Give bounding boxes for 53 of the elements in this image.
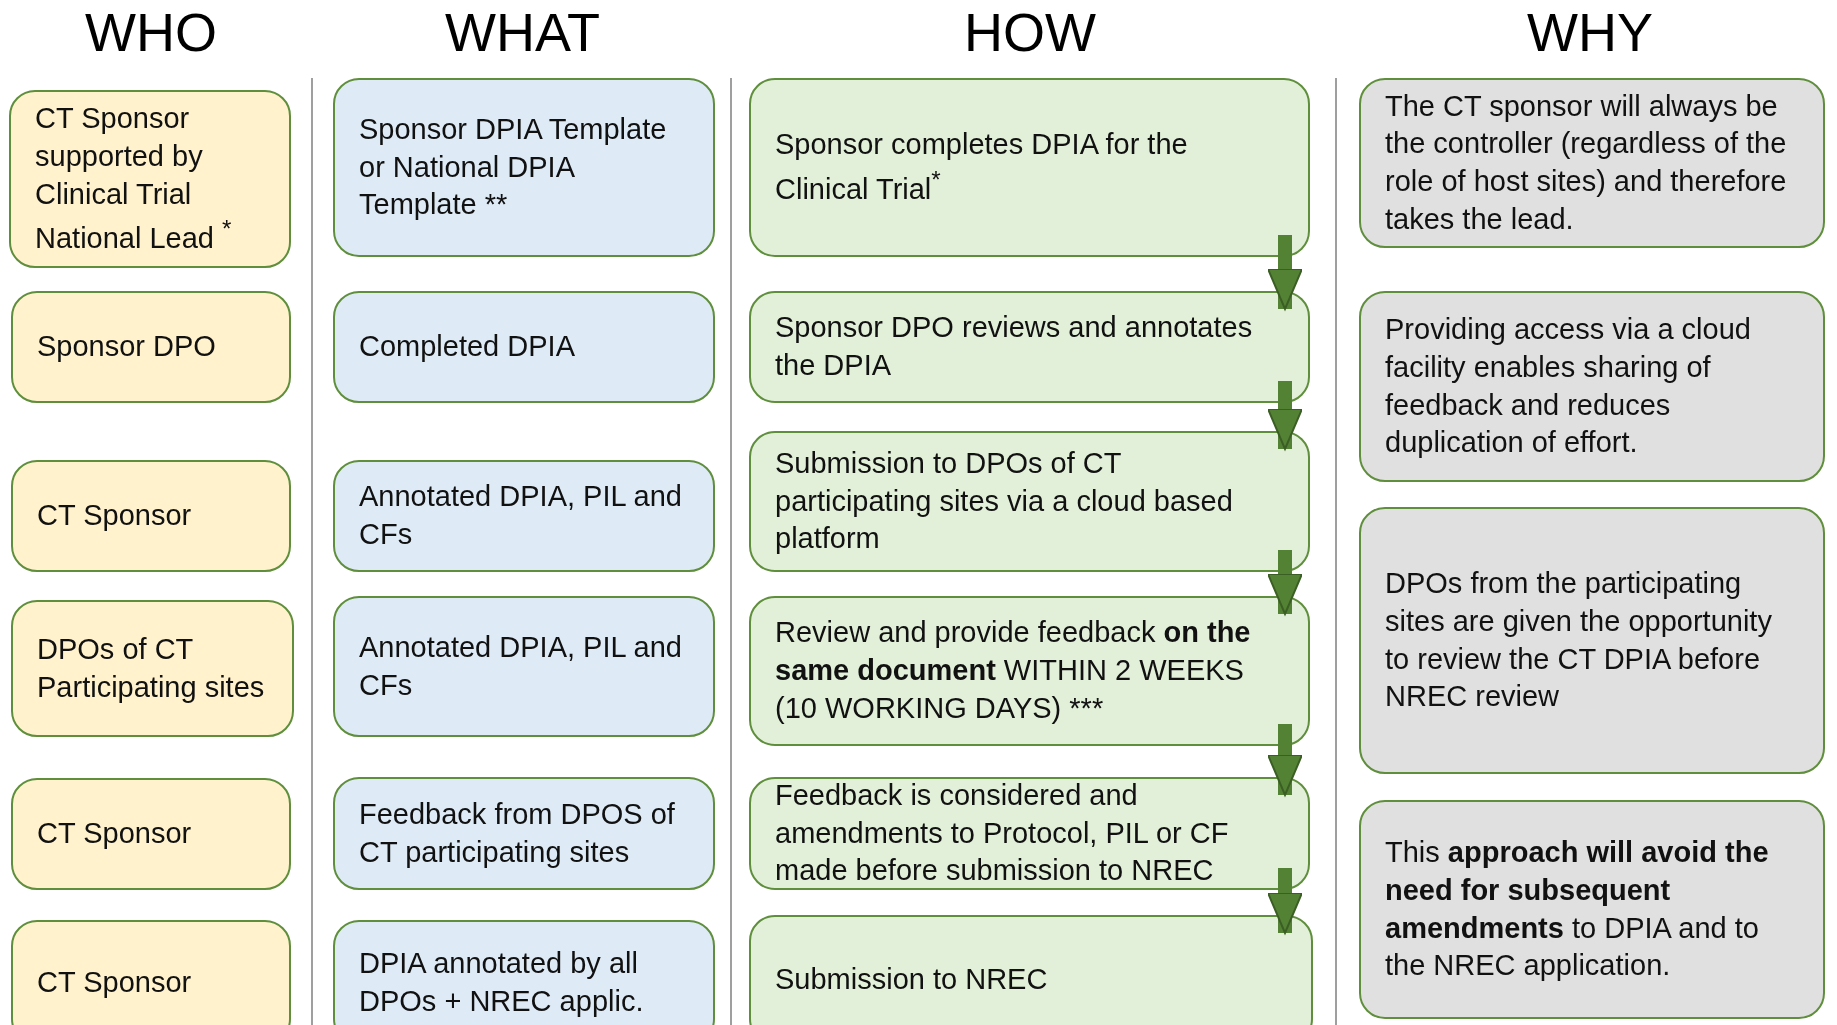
column-heading: HOW xyxy=(964,2,1096,62)
box-text: Completed DPIA xyxy=(359,329,575,365)
box-text: Annotated DPIA, PIL and CFs xyxy=(359,479,683,552)
box-text: CT Sponsor supported by Clinical Trial National Lead $^{*}$ xyxy=(35,101,233,256)
rounded-box xyxy=(333,78,715,257)
box-text: CT Sponsor xyxy=(37,816,192,852)
rounded-box xyxy=(333,920,715,1025)
rounded-box xyxy=(749,291,1310,403)
block-arrow xyxy=(1267,868,1303,934)
box-text: Sponsor completes DPIA for the Clinical Trial$^{*}$ xyxy=(775,127,1189,207)
column-heading: WHO xyxy=(85,2,217,62)
rounded-box xyxy=(11,460,291,572)
box-text: DPOs from the participating sites are given the opportunity to review the CT DPIA before NREC review xyxy=(1385,566,1773,715)
box-text: Submission to NREC xyxy=(775,962,1048,998)
rounded-box xyxy=(9,90,291,268)
rounded-box xyxy=(333,596,715,737)
rounded-box xyxy=(333,460,715,572)
rounded-box xyxy=(749,596,1310,746)
column-heading: WHAT xyxy=(445,2,600,62)
rounded-box xyxy=(749,431,1310,572)
box-text: Submission to DPOs of CT participating sites via a cloud based platform xyxy=(775,445,1234,557)
block-arrow xyxy=(1267,381,1303,450)
block-arrow xyxy=(1267,550,1303,615)
box-text: CT Sponsor xyxy=(37,498,192,534)
rounded-box xyxy=(1359,78,1825,248)
rounded-box xyxy=(11,600,294,737)
rounded-box xyxy=(1359,800,1825,1019)
box-text: Sponsor DPIA Template or National DPIA Template ** xyxy=(359,111,668,223)
box-text: DPIA annotated by all DPOs + NREC applic. xyxy=(359,945,645,1019)
box-text: Sponsor DPO reviews and annotates the DPIA xyxy=(775,310,1254,383)
rounded-box xyxy=(11,920,291,1025)
column-heading: WHY xyxy=(1527,2,1653,62)
box-text: Providing access via a cloud facility enables sharing of feedback and reduces duplication of effort. xyxy=(1385,312,1752,461)
rounded-box xyxy=(1359,291,1825,482)
box-text: Feedback is considered and amendments to Protocol, PIL or CF made before submission to NREC xyxy=(775,777,1230,889)
box-text: DPOs of CT Participating sites xyxy=(37,631,266,705)
block-arrow xyxy=(1267,235,1303,310)
box-text: This approach will avoid the need for subsequent amendments to DPIA and to the NREC application. xyxy=(1385,835,1770,984)
rounded-box xyxy=(11,291,291,403)
box-text: CT Sponsor xyxy=(37,964,192,1000)
rounded-box xyxy=(749,915,1313,1025)
box-text: Annotated DPIA, PIL and CFs xyxy=(359,629,683,703)
box-text: Review and provide feedback on the same document WITHIN 2 WEEKS (10 WORKING DAYS) *** xyxy=(775,615,1252,726)
rounded-box xyxy=(11,778,291,890)
block-arrow xyxy=(1267,724,1303,796)
box-text: Feedback from DPOS of CT participating sites xyxy=(359,796,676,870)
rounded-box xyxy=(333,777,715,890)
rounded-box xyxy=(749,777,1310,890)
rounded-box xyxy=(333,291,715,403)
rounded-box xyxy=(1359,507,1825,774)
box-text: The CT sponsor will always be the controller (regardless of the role of host sites) and therefore takes the lead. xyxy=(1385,88,1788,237)
rounded-box xyxy=(749,78,1310,257)
box-text: Sponsor DPO xyxy=(37,329,216,365)
